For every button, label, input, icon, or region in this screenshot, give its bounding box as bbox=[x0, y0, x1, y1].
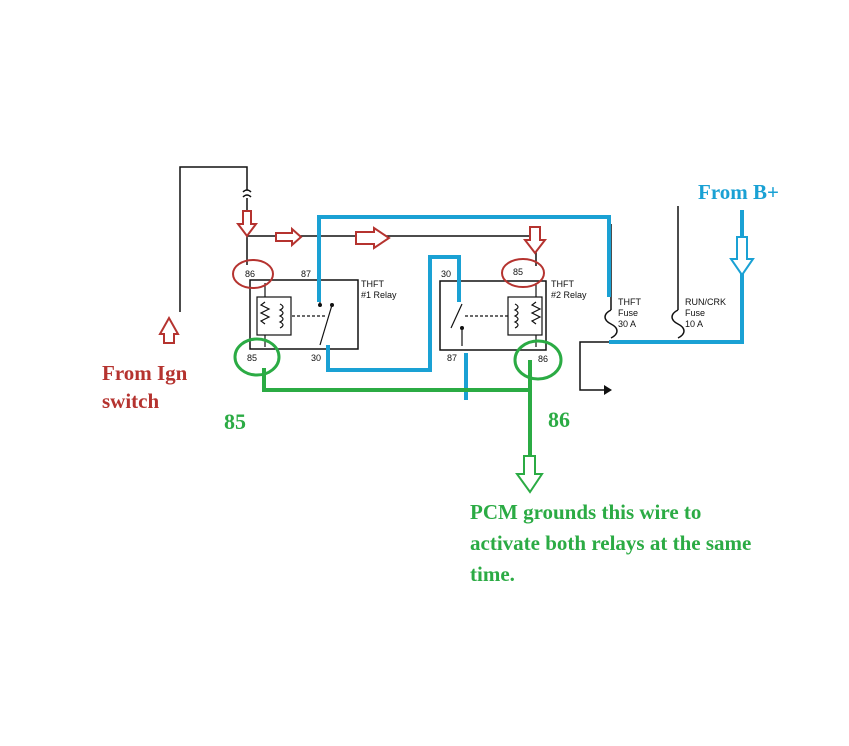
ign-inline-connector bbox=[242, 189, 252, 198]
fuse-symbols bbox=[604, 309, 685, 339]
from-ign-label-line2: switch bbox=[102, 389, 159, 413]
fuse-thft-name: THFT bbox=[618, 297, 641, 307]
relay1-pivot bbox=[330, 303, 334, 307]
fuse-runcrk-symbol bbox=[671, 309, 685, 339]
b-plus-loop-wire bbox=[317, 215, 611, 302]
fuse-thft-type: Fuse bbox=[618, 308, 638, 318]
relay1-title: THFT bbox=[361, 279, 384, 289]
relay1-resistor bbox=[259, 301, 271, 325]
relay2-pin85-red-circle bbox=[501, 258, 545, 288]
red-arrows bbox=[158, 210, 548, 344]
ign-feed-wire bbox=[179, 166, 248, 312]
pin86-callout: 86 bbox=[548, 407, 570, 432]
relay2-down-arrow-icon bbox=[522, 226, 548, 255]
from-ign-label-line1: From Ign bbox=[102, 361, 188, 385]
relay1-coil-frame bbox=[256, 296, 292, 336]
relay2-pin30-label: 30 bbox=[441, 269, 451, 279]
fuse-runcrk-type: Fuse bbox=[685, 308, 705, 318]
relay1-pin30-label: 30 bbox=[311, 353, 321, 363]
relay2-pin85-label: 85 bbox=[513, 267, 523, 277]
fuse-thft-rating: 30 A bbox=[618, 319, 636, 329]
relay2-internals bbox=[450, 283, 543, 347]
b-plus-arrow-icon bbox=[729, 236, 755, 277]
pin85-callout: 85 bbox=[224, 409, 246, 434]
green-wiring bbox=[262, 360, 532, 455]
top-right-arrow-icon bbox=[355, 226, 391, 250]
relay1-pin85-green-circle bbox=[233, 337, 281, 377]
relay2-pin86-label: 86 bbox=[538, 354, 548, 364]
relay2-box bbox=[439, 280, 547, 351]
output-wire bbox=[579, 341, 611, 391]
relay1-pin86-red-circle bbox=[232, 259, 274, 289]
relay1-box bbox=[249, 279, 359, 350]
ign-down-arrow-icon bbox=[236, 210, 258, 238]
fuse-runcrk-name: RUN/CRK bbox=[685, 297, 726, 307]
relay2-resistor bbox=[530, 301, 542, 325]
fuse-thft-symbol bbox=[604, 309, 618, 339]
relay1-coil bbox=[278, 303, 284, 329]
pin-highlight-circles bbox=[232, 258, 563, 381]
relay1-subtitle: #1 Relay bbox=[361, 290, 397, 300]
relay-link-wire bbox=[326, 255, 461, 372]
relay1-contact bbox=[318, 303, 322, 307]
relay1-pin85-label: 85 bbox=[247, 353, 257, 363]
pcm-note-line3: time. bbox=[470, 562, 515, 586]
relay2-pin86-green-circle bbox=[513, 339, 563, 381]
output-arrow-icon bbox=[604, 385, 612, 395]
pcm-note-line2: activate both relays at the same bbox=[470, 531, 751, 555]
relay2-pivot bbox=[460, 326, 464, 330]
relay2-subtitle: #2 Relay bbox=[551, 290, 587, 300]
from-b-plus-label: From B+ bbox=[698, 180, 779, 204]
ign-up-arrow-icon bbox=[158, 315, 180, 344]
relay1-pin87-label: 87 bbox=[301, 269, 311, 279]
relay2-pin87-label: 87 bbox=[447, 353, 457, 363]
relay2-switch-arm bbox=[450, 303, 463, 329]
relay1-switch-arm bbox=[319, 304, 333, 346]
pcm-note-line1: PCM grounds this wire to bbox=[470, 500, 701, 524]
relay2-coil bbox=[513, 303, 519, 329]
pcm-arrow-icon bbox=[515, 455, 544, 494]
relay1-pin86-label: 86 bbox=[245, 269, 255, 279]
relay2-title: THFT bbox=[551, 279, 574, 289]
top-small-right-arrow-icon bbox=[275, 226, 303, 248]
fuse-runcrk-rating: 10 A bbox=[685, 319, 703, 329]
